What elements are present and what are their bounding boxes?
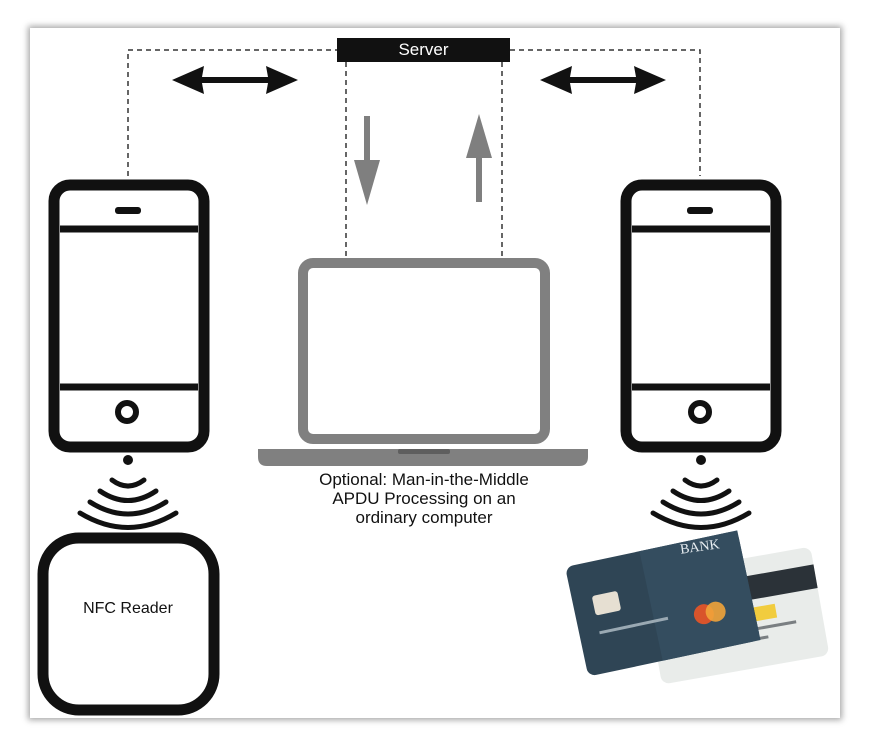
up-arrow-icon: [466, 114, 492, 202]
double-arrow-icon: [540, 66, 666, 94]
nfc-signal-icon: [80, 455, 176, 528]
caption: Optional: Man-in-the-Middle APDU Process…: [250, 470, 598, 527]
laptop-icon: [258, 263, 588, 466]
smartphone-icon: [626, 185, 776, 447]
caption-line: Optional: Man-in-the-Middle: [250, 470, 598, 489]
caption-line: ordinary computer: [250, 508, 598, 527]
server-label: Server: [337, 38, 510, 62]
nfc-signal-icon: [653, 455, 749, 528]
left-phone-server-link: [128, 50, 337, 176]
double-arrow-icon: [172, 66, 298, 94]
caption-line: APDU Processing on an: [250, 489, 598, 508]
nfc-reader-box: [43, 538, 214, 710]
smartphone-icon: [54, 185, 204, 447]
right-phone-server-link: [510, 50, 700, 176]
down-arrow-icon: [354, 116, 380, 205]
nfc-reader-label: NFC Reader: [48, 600, 208, 618]
